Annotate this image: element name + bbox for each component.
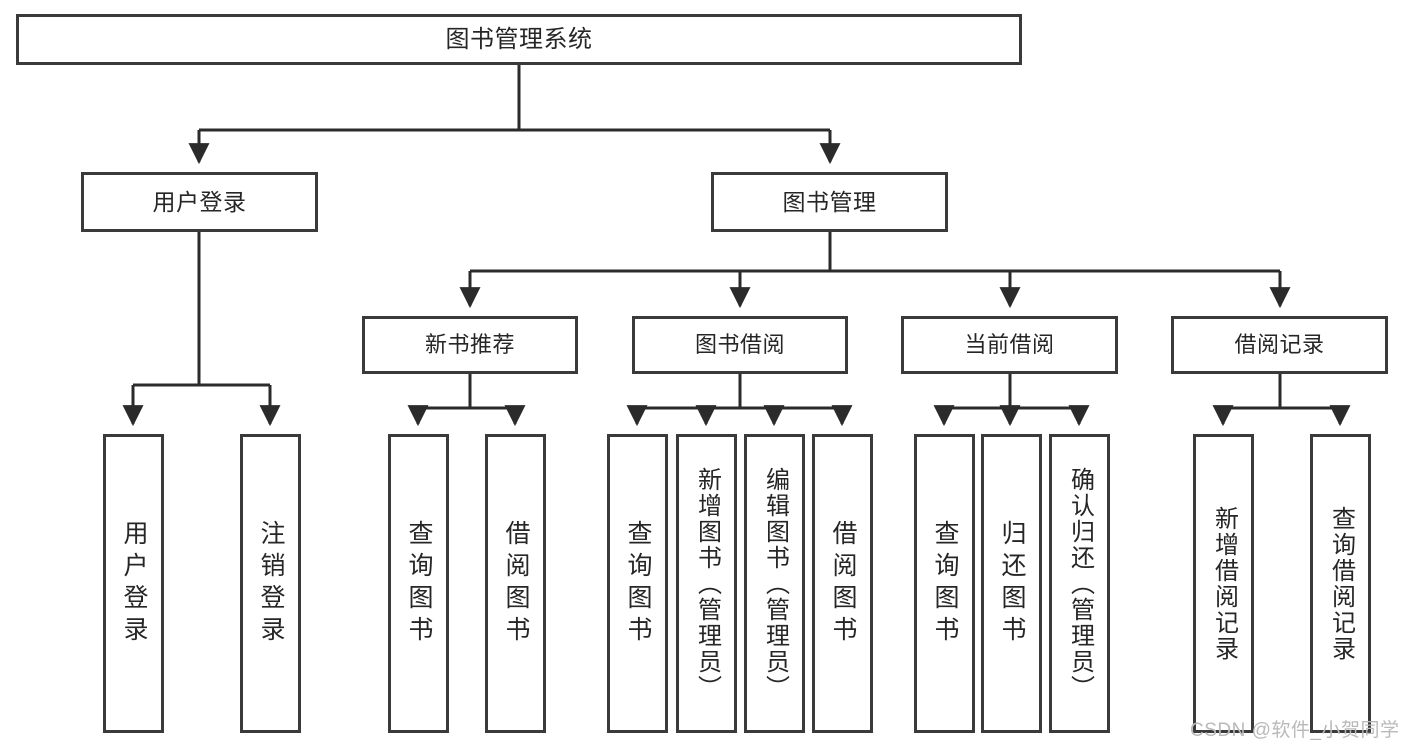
- node-label: 借阅图书: [829, 519, 857, 648]
- leaf-current-borrow-return[interactable]: 归还图书: [981, 434, 1042, 733]
- node-label: 编辑图书（管理员）: [761, 466, 789, 701]
- node-label: 归还图书: [998, 519, 1026, 648]
- node-borrow-record[interactable]: 借阅记录: [1171, 316, 1388, 374]
- node-label: 用户登录: [152, 188, 247, 215]
- node-user-login[interactable]: 用户登录: [81, 172, 318, 232]
- node-book-management[interactable]: 图书管理: [711, 172, 948, 232]
- node-label: 查询图书: [624, 519, 652, 648]
- leaf-current-borrow-confirm-return[interactable]: 确认归还（管理员）: [1049, 434, 1110, 733]
- node-label: 查询图书: [931, 519, 959, 648]
- node-label: 查询图书: [405, 519, 433, 648]
- node-new-book-recommend[interactable]: 新书推荐: [362, 316, 578, 374]
- node-label: 借阅记录: [1234, 332, 1325, 357]
- node-label: 确认归还（管理员）: [1066, 466, 1094, 701]
- watermark: CSDN @软件_小贺同学: [1190, 720, 1400, 741]
- leaf-borrow-record-query[interactable]: 查询借阅记录: [1310, 434, 1371, 733]
- leaf-book-borrow-query[interactable]: 查询图书: [607, 434, 668, 733]
- leaf-book-borrow-borrow[interactable]: 借阅图书: [812, 434, 873, 733]
- leaf-borrow-record-add[interactable]: 新增借阅记录: [1193, 434, 1254, 733]
- leaf-book-borrow-edit[interactable]: 编辑图书（管理员）: [744, 434, 805, 733]
- leaf-user-login-login[interactable]: 用户登录: [103, 434, 164, 733]
- node-label: 图书借阅: [694, 332, 785, 357]
- node-label: 图书管理系统: [445, 25, 593, 53]
- leaf-user-login-logout[interactable]: 注销登录: [240, 434, 301, 733]
- node-label: 注销登录: [257, 519, 285, 648]
- node-current-borrow[interactable]: 当前借阅: [901, 316, 1118, 374]
- node-label: 新增图书（管理员）: [693, 466, 721, 701]
- leaf-new-book-borrow[interactable]: 借阅图书: [485, 434, 546, 733]
- node-root-system[interactable]: 图书管理系统: [16, 14, 1022, 65]
- node-label: 新书推荐: [424, 332, 515, 357]
- node-label: 用户登录: [120, 519, 148, 648]
- leaf-book-borrow-add[interactable]: 新增图书（管理员）: [676, 434, 737, 733]
- leaf-current-borrow-query[interactable]: 查询图书: [914, 434, 975, 733]
- node-label: 当前借阅: [964, 332, 1055, 357]
- leaf-new-book-query[interactable]: 查询图书: [388, 434, 449, 733]
- node-label: 借阅图书: [502, 519, 530, 648]
- node-book-borrow[interactable]: 图书借阅: [632, 316, 848, 374]
- node-label: 查询借阅记录: [1327, 505, 1355, 662]
- node-label: 新增借阅记录: [1210, 505, 1238, 662]
- node-label: 图书管理: [782, 188, 877, 215]
